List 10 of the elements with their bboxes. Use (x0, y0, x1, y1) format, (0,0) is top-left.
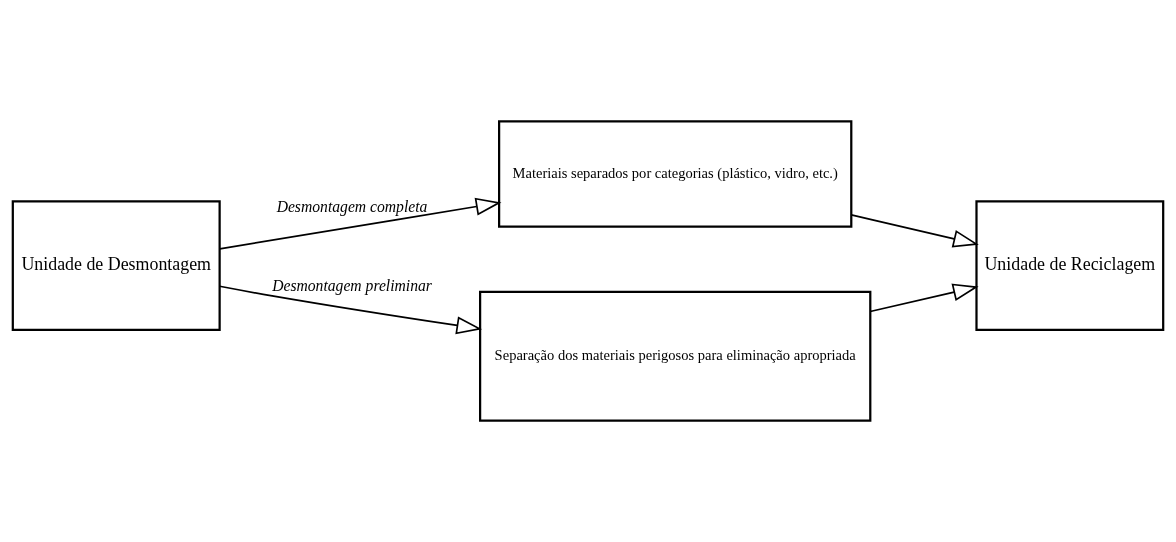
edge-label: Desmontagem preliminar (272, 276, 432, 294)
node-box: Separação dos materiais perigosos para eliminação apropriada (479, 290, 872, 422)
arrow (850, 214, 979, 248)
arrow (218, 197, 502, 250)
node-box: Materiais separados por categorias (plástico, vidro, etc.) (498, 120, 853, 228)
node-box: Unidade de Reciclagem (975, 200, 1165, 332)
node-box: Unidade de Desmontagem (11, 200, 221, 332)
arrow (218, 285, 483, 335)
edge-label: Desmontagem completa (276, 198, 428, 216)
arrow (869, 283, 979, 313)
